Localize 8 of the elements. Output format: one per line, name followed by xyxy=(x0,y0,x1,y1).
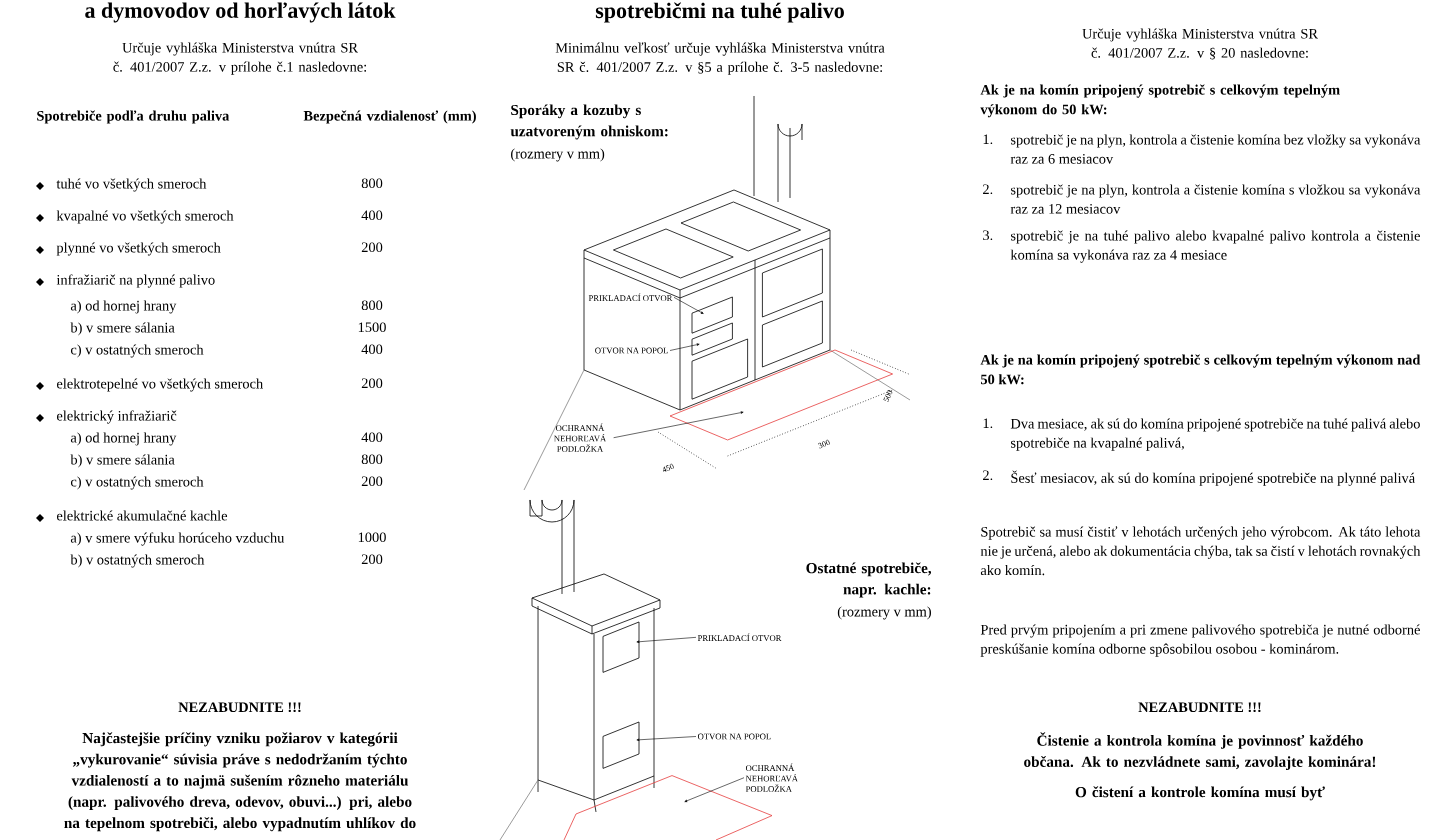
leader-line xyxy=(613,411,744,439)
heading: spotrebičmi na tuhé palivo xyxy=(595,2,844,23)
leader-line xyxy=(636,637,697,643)
leader-line xyxy=(673,297,704,314)
leader-line xyxy=(636,736,697,741)
leader-line xyxy=(669,343,700,351)
leader-line xyxy=(684,777,745,802)
heading: a dymovodov od horľavých látok xyxy=(85,2,396,23)
